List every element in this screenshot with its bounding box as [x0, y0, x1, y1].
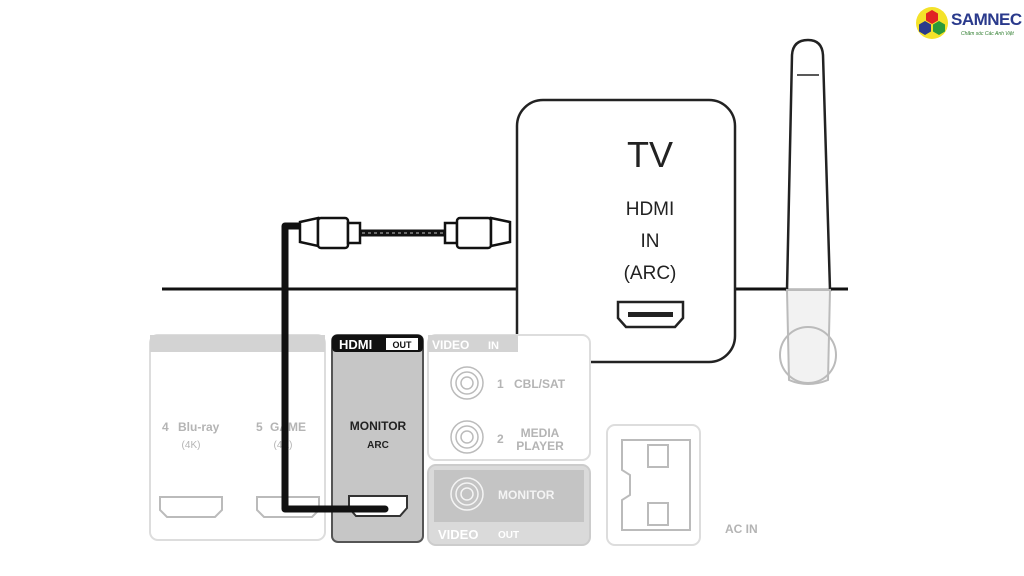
- tv-port-label-3: (ARC): [624, 263, 677, 284]
- hdmi-in-5-number: 5: [256, 420, 263, 434]
- ac-in-socket-icon: [606, 424, 701, 546]
- hdmi-out-header: HDMI: [339, 337, 372, 352]
- rca-jack-monitor-icon: [450, 477, 484, 511]
- video-out-label: MONITOR: [498, 488, 555, 502]
- antenna: [779, 38, 837, 385]
- hdmi-out-sub: ARC: [367, 440, 389, 451]
- video-in-tag: IN: [488, 340, 499, 352]
- video-out-footer: VIDEO: [438, 527, 478, 542]
- rca-jack-icon: [450, 366, 484, 454]
- tv-port-label-1: HDMI: [626, 199, 675, 220]
- hdmi-in-section: 4 Blu-ray (4K) 5 GAME (4K): [149, 334, 326, 541]
- tv-port-label-2: IN: [641, 231, 660, 252]
- ac-in-label: AC IN: [725, 522, 758, 536]
- hdmi-out-section: HDMI OUT MONITOR ARC: [331, 334, 424, 543]
- video-in-header: VIDEO: [432, 338, 469, 352]
- logo-hexagons-icon: [916, 7, 948, 39]
- video-out-tag: OUT: [498, 530, 519, 541]
- hdmi-cable: [281, 216, 512, 513]
- samnec-logo: SAMNEC Chăm sóc Các Anh Việt: [915, 6, 1022, 42]
- hdmi-in-4-number: 4: [162, 420, 169, 434]
- video-in-2-label1: MEDIA: [521, 426, 560, 440]
- video-in-1-label: CBL/SAT: [514, 377, 566, 391]
- tv-box: TV HDMI IN (ARC): [515, 98, 737, 364]
- video-in-2-label2: PLAYER: [516, 439, 564, 453]
- video-in-section: VIDEO IN 1 CBL/SAT 2 MEDIA PLAYER: [427, 334, 591, 461]
- video-in-1-number: 1: [497, 377, 504, 391]
- hdmi-plug-right-icon: [443, 216, 512, 250]
- logo-name: SAMNEC: [951, 10, 1022, 29]
- logo-tagline: Chăm sóc Các Anh Việt: [961, 31, 1014, 37]
- hdmi-plug-left-icon: [298, 216, 362, 250]
- hdmi-out-label: MONITOR: [350, 419, 407, 433]
- tv-title: TV: [627, 134, 673, 175]
- video-in-2-number: 2: [497, 432, 504, 446]
- video-out-section: MONITOR VIDEO OUT: [427, 464, 591, 546]
- hdmi-port-bluray-icon: [159, 496, 223, 518]
- hdmi-in-4-sub: (4K): [182, 440, 201, 451]
- hdmi-out-tag: OUT: [393, 340, 413, 350]
- hdmi-in-4-label: Blu-ray: [178, 420, 220, 434]
